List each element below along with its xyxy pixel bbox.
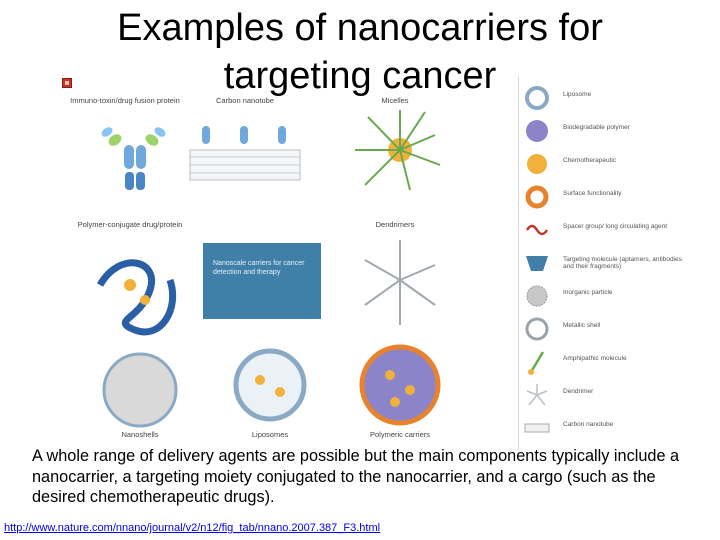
panel-label-nanotube: Carbon nanotube [216, 96, 274, 105]
legend-item-nanotube: Carbon nanotube [519, 412, 685, 444]
legend-label: Dendrimer [563, 388, 594, 395]
legend-label: Liposome [563, 91, 592, 98]
dendrimer-icon [526, 384, 548, 406]
nanotube-graphic [189, 126, 301, 181]
legend-label: Spacer group/ long circulating agent [563, 223, 668, 230]
legend-item-targeting: Targeting molecule (aptamers, antibodies… [519, 247, 685, 279]
polymer-conjugate-graphic [96, 259, 177, 336]
legend-item-inorganic: Inorganic particle [519, 280, 685, 312]
slide-title: Examples of nanocarriers for targeting c… [117, 7, 603, 97]
liposome-icon [525, 86, 549, 110]
panel-label-liposomes: Liposomes [251, 430, 289, 439]
micelle-graphic [355, 110, 441, 191]
spacer-icon [525, 224, 549, 236]
legend-label: Chemotherapeutic [563, 157, 617, 164]
ring-icon [525, 185, 549, 209]
legend-item-spacer: Spacer group/ long circulating agent [519, 214, 685, 246]
inorganic-particle-icon [526, 285, 548, 307]
drug-sphere-icon [527, 154, 547, 174]
liposome-graphic [233, 348, 307, 422]
legend-item-polymer: Biodegradable polymer [519, 115, 685, 147]
legend-item-amphipathic: Amphipathic molecule [519, 346, 685, 378]
dendrimer-graphic [364, 240, 436, 325]
legend-label: Inorganic particle [563, 289, 613, 296]
legend-label: Surface functionality [563, 190, 622, 197]
panel-label-dendrimers: Dendrimers [375, 220, 415, 229]
legend-item-surface: Surface functionality [519, 181, 685, 213]
bullet-icon [62, 78, 72, 88]
legend-label: Targeting molecule (aptamers, antibodies… [563, 256, 682, 270]
panel-label-nanoshells: Nanoshells [121, 430, 159, 439]
legend-label: Biodegradable polymer [563, 124, 630, 131]
legend-label: Amphipathic molecule [563, 355, 627, 362]
amphipathic-icon [528, 351, 545, 375]
targeting-icon [526, 256, 548, 271]
legend-item-chemo: Chemotherapeutic [519, 148, 685, 180]
polymer-sphere-icon [526, 120, 548, 142]
metallic-shell-icon [525, 317, 549, 341]
panel-label-polymeric: Polymeric carriers [369, 430, 430, 439]
figure-illustration [96, 110, 441, 428]
legend-item-dendrimer: Dendrimer [519, 379, 685, 411]
legend-label: Metallic shell [563, 322, 601, 329]
nanotube-icon [524, 423, 550, 433]
panel-label-polymer-conjugate: Polymer-conjugate drug/protein [77, 220, 183, 229]
panel-label-immunotoxin: Immuno-toxin/drug fusion protein [70, 96, 180, 105]
legend-item-liposome: Liposome [519, 82, 685, 114]
source-link[interactable]: http://www.nature.com/nnano/journal/v2/n… [4, 522, 381, 534]
immunotoxin-graphic [101, 127, 166, 190]
nanocarrier-figure: Immuno-toxin/drug fusion protein Carbon … [70, 90, 514, 440]
legend-label: Carbon nanotube [563, 421, 614, 428]
center-box-label: Nanoscale carriers for cancer detection … [203, 243, 321, 319]
slide-body-text: A whole range of delivery agents are pos… [32, 447, 680, 506]
polymeric-carrier-graphic [359, 344, 441, 426]
nanoshell-graphic [102, 352, 178, 428]
panel-label-micelles: Micelles [381, 96, 409, 105]
legend-panel: Liposome Biodegradable polymer Chemother… [518, 76, 685, 450]
legend-item-metallic: Metallic shell [519, 313, 685, 345]
